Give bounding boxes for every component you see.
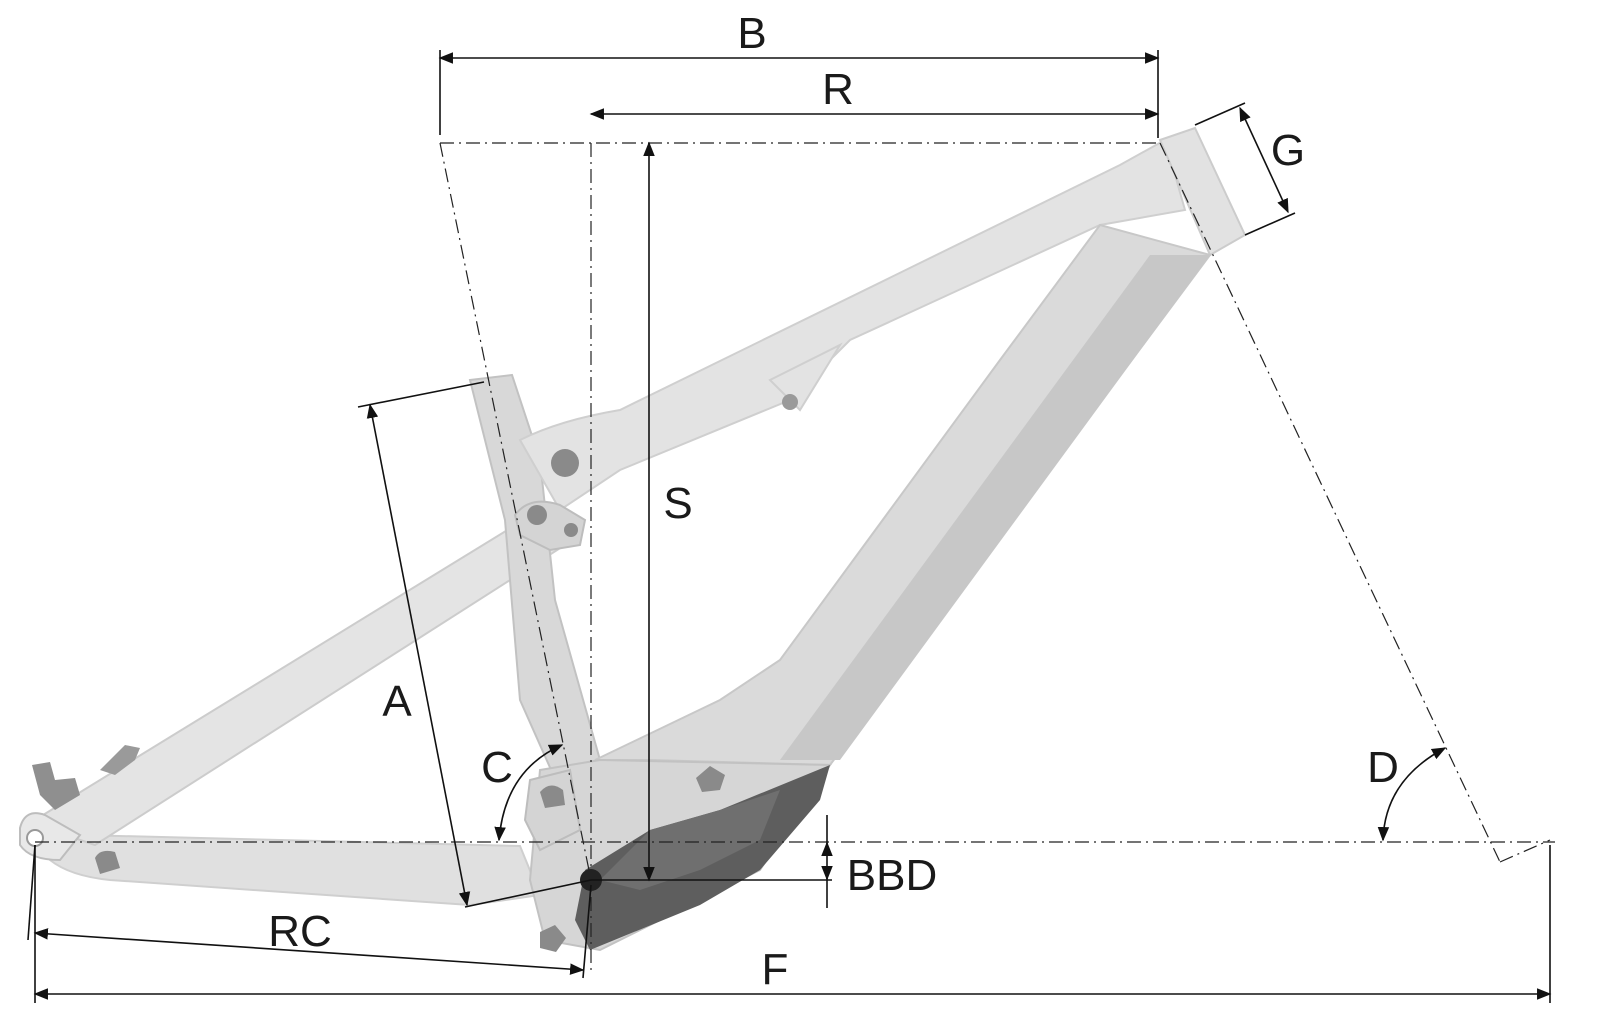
dim-a-ext-bottom (464, 879, 592, 908)
dim-rc-ext-left (27, 844, 36, 941)
chainstay-pivot (95, 850, 120, 874)
down-tube-shade (780, 255, 1210, 760)
dim-c-arc (494, 744, 564, 842)
dim-a-ext-top (357, 381, 485, 408)
label-g: G (1271, 126, 1305, 175)
reference-lines (35, 142, 1555, 975)
label-c: C (481, 743, 513, 792)
brake-mount (32, 762, 80, 810)
dim-g-line (1239, 106, 1289, 214)
derailleur-hanger (100, 745, 140, 775)
label-s: S (663, 479, 692, 528)
bike-frame (19, 126, 1247, 952)
label-r: R (822, 65, 854, 114)
motor-mount-bolt (696, 766, 725, 792)
steering-axis-ref (1159, 142, 1501, 863)
steering-axis-tail (1499, 839, 1551, 863)
upper-pivot (551, 449, 579, 477)
dim-d-arc (1377, 747, 1447, 842)
dimension-lines (27, 50, 1552, 1003)
seat-axis-ref (439, 142, 592, 881)
rocker-pivot (527, 505, 547, 525)
seat-stay (27, 508, 567, 847)
label-bbd: BBD (847, 851, 937, 900)
dim-g-ext-bottom (1244, 212, 1296, 236)
label-d: D (1367, 743, 1399, 792)
dim-a-line (366, 403, 471, 907)
label-rc: RC (268, 907, 332, 956)
dim-rc-ext-right (582, 884, 592, 979)
label-b: B (737, 9, 766, 58)
dim-g-ext-top (1194, 102, 1246, 126)
dim-rc-line (33, 928, 585, 975)
rear-axle (26, 829, 44, 847)
top-tube-gusset (768, 342, 843, 412)
dimension-labels: B R G S A C D BBD RC F (268, 9, 1399, 994)
label-a: A (382, 677, 412, 726)
bottle-mount (782, 394, 798, 410)
label-f: F (762, 945, 789, 994)
rocker-shock-pivot (564, 523, 578, 537)
